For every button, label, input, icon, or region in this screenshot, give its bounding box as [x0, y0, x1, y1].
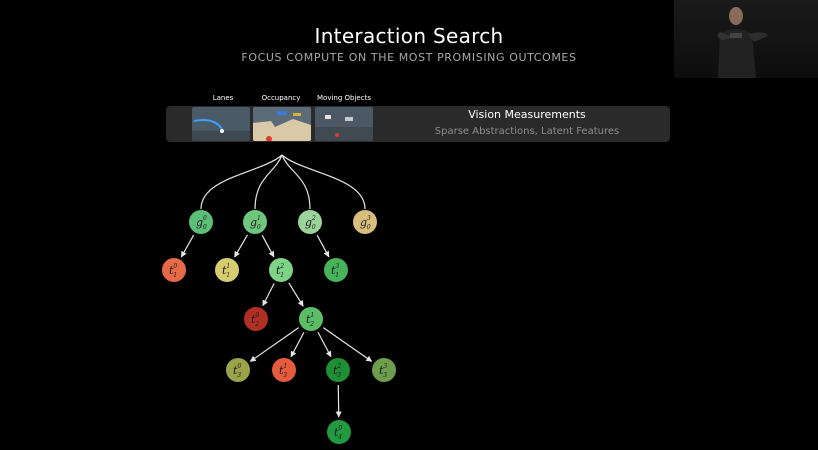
tree-edge: [249, 327, 300, 362]
tree-node-circle: [299, 307, 323, 331]
vision-measurements-subtitle: Sparse Abstractions, Latent Features: [434, 126, 620, 137]
thumb-label-moving-objects: Moving Objects: [317, 94, 371, 102]
tree-node-circle: [324, 258, 348, 282]
vision-measurements-title: Vision Measurements: [468, 108, 586, 121]
speaker-video-inset: [674, 0, 818, 78]
tree-edge: [281, 154, 366, 210]
tree-edge: [254, 154, 283, 210]
page-title: Interaction Search: [314, 24, 504, 48]
tree-node-circle: [272, 358, 296, 382]
tree-node-circle: [353, 210, 377, 234]
tree-node-circle: [243, 210, 267, 234]
tree-edge: [200, 154, 283, 210]
tree-edge: [261, 234, 275, 258]
lanes-thumbnail: [192, 107, 250, 141]
moving-objects-thumbnail: [315, 107, 373, 141]
thumb-label-lanes: Lanes: [212, 94, 234, 102]
tree-node-circle: [226, 358, 250, 382]
tree-edge: [316, 234, 330, 258]
tree-node-circle: [372, 358, 396, 382]
occupancy-thumbnail: [253, 107, 311, 141]
tree-edge: [288, 282, 304, 307]
vision-measurements-bar: [166, 106, 670, 142]
tree-node-circle: [162, 258, 186, 282]
tree-node-circle: [244, 307, 268, 331]
tree-node-circle: [189, 210, 213, 234]
page-subtitle: FOCUS COMPUTE ON THE MOST PROMISING OUTC…: [241, 51, 577, 64]
tree-edge: [290, 331, 305, 358]
tree-node-circle: [298, 210, 322, 234]
tree-node-circle: [326, 358, 350, 382]
tree-node-circle: [215, 258, 239, 282]
tree-edge: [335, 384, 342, 418]
tree-edge: [180, 234, 195, 258]
tree-edge: [281, 154, 311, 210]
tree-node-circle: [269, 258, 293, 282]
thumb-label-occupancy: Occupancy: [261, 94, 301, 102]
tree-edge: [234, 234, 248, 258]
tree-edge: [322, 327, 373, 362]
tree-edge: [317, 331, 332, 358]
tree-node-circle: [327, 420, 351, 444]
tree-edge: [262, 283, 275, 307]
